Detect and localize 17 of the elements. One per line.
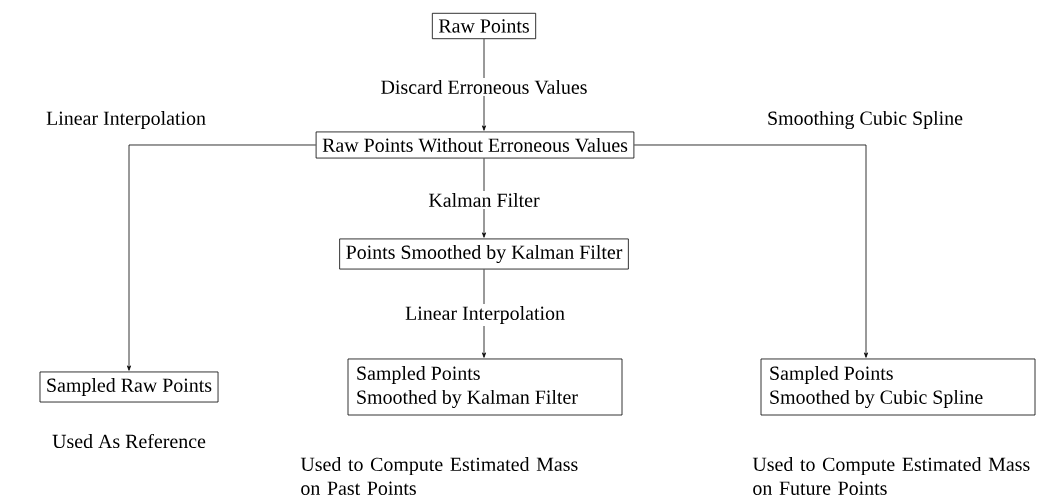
edge-label: Linear Interpolation [46, 110, 206, 129]
process-box: Raw Points [431, 12, 537, 40]
arrow [127, 144, 317, 371]
edge-label: Linear Interpolation [405, 305, 565, 324]
edge-label: Kalman Filter [428, 193, 540, 207]
arrow [633, 144, 868, 358]
arrow [482, 38, 486, 131]
edge-label: Smoothing Cubic Spline [768, 110, 963, 130]
note-text: Used to Compute Estimated Mass on Past Points [300, 457, 578, 495]
process-box: Raw Points Without Erroneous Values [315, 131, 635, 159]
note-text: Used to Compute Estimated Mass on Future Points [752, 457, 1030, 495]
process-box: Sampled Points Smoothed by Cubic Spline [760, 358, 1036, 416]
edge-label: Discard Erroneous Values [381, 79, 587, 95]
process-box: Sampled Raw Points [39, 371, 219, 403]
process-box: Sampled Points Smoothed by Kalman Filter [347, 358, 623, 416]
process-box: Points Smoothed by Kalman Filter [339, 238, 629, 270]
note-text: Used As Reference [52, 433, 206, 449]
